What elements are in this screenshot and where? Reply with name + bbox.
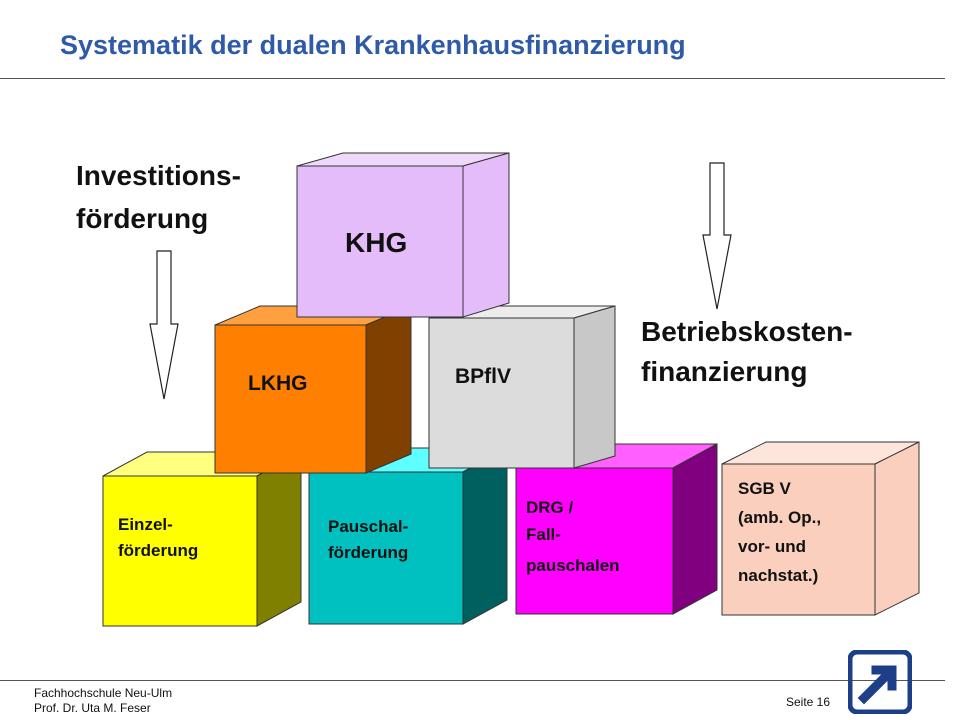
box-lkhg-front	[214, 324, 367, 474]
box-drg-label-1: DRG /	[526, 498, 574, 517]
title-divider	[0, 78, 945, 79]
box-pauschalfoerderung-side	[462, 447, 508, 625]
box-bpflv-front	[428, 317, 575, 469]
box-khg-side	[462, 152, 510, 318]
box-drg-label-2: Fall-	[526, 525, 561, 544]
box-einzelfoerderung-side	[256, 451, 302, 627]
box-sgb-label-2: (amb. Op.,	[738, 508, 821, 527]
box-lkhg-side	[365, 305, 412, 474]
footer-line-institution: Fachhochschule Neu-Ulm	[34, 686, 173, 700]
box-drg-side	[672, 443, 718, 615]
slide-title: Systematik der dualen Krankenhausfinanzi…	[60, 30, 686, 60]
footer-divider	[0, 680, 945, 681]
box-bpflv-label: BPflV	[455, 365, 511, 388]
box-einzelfoerderung-label-1: Einzel-	[118, 515, 173, 534]
box-sgb-v: SGB V (amb. Op., vor- und nachstat.)	[721, 441, 920, 616]
box-khg: KHG	[296, 152, 510, 318]
box-khg-front	[296, 165, 464, 318]
box-sgb-label-3: vor- und	[738, 537, 806, 556]
box-pauschalfoerderung-label-2: förderung	[328, 543, 408, 562]
box-sgb-front	[721, 463, 876, 616]
investment-heading-line2: förderung	[76, 203, 209, 234]
page-number: Seite 16	[786, 695, 831, 709]
box-sgb-side	[874, 441, 920, 616]
box-bpflv-side	[573, 305, 616, 469]
footer-institution: Fachhochschule Neu-Ulm Prof. Dr. Uta M. …	[34, 686, 172, 716]
box-drg-label-3: pauschalen	[526, 556, 620, 575]
box-lkhg: LKHG	[214, 305, 412, 474]
box-sgb-label-4: nachstat.)	[738, 566, 818, 585]
box-einzelfoerderung: Einzel- förderung	[102, 451, 302, 627]
box-einzelfoerderung-label-2: förderung	[118, 541, 198, 560]
operating-cost-heading-line2: finanzierung	[641, 356, 808, 387]
down-arrow-right-icon	[702, 162, 732, 310]
box-pauschalfoerderung-label-1: Pauschal-	[328, 517, 408, 536]
investment-heading-line1: Investitions-	[76, 160, 241, 191]
box-bpflv: BPflV	[428, 305, 616, 469]
box-sgb-label-1: SGB V	[738, 479, 792, 498]
box-drg-front	[515, 467, 674, 615]
down-arrow-left-icon	[149, 250, 179, 400]
footer-line-author: Prof. Dr. Uta M. Feser	[34, 701, 151, 715]
box-drg-fallpauschalen: DRG / Fall- pauschalen	[515, 443, 718, 615]
box-einzelfoerderung-front	[102, 475, 258, 627]
box-khg-label: KHG	[345, 227, 407, 258]
box-lkhg-label: LKHG	[248, 372, 308, 395]
operating-cost-heading-line1: Betriebskosten-	[641, 316, 853, 347]
box-pauschalfoerderung-front	[308, 471, 464, 625]
box-pauschalfoerderung: Pauschal- förderung	[308, 447, 508, 625]
arrow-up-right-logo-icon	[848, 650, 912, 714]
